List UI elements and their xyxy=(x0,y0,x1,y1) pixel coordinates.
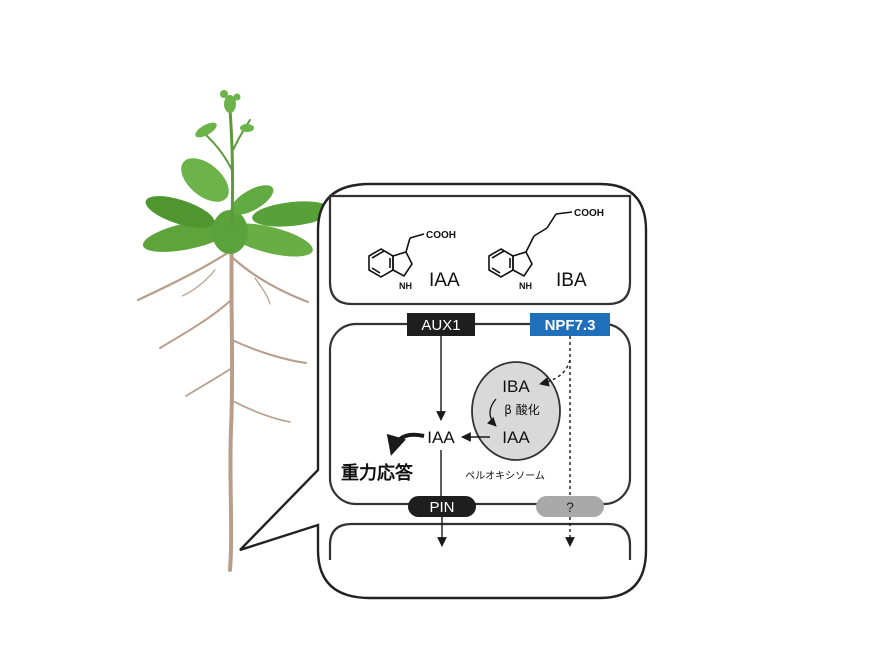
pin-label: PIN xyxy=(429,499,454,516)
peroxisome-iba-label: IBA xyxy=(502,377,530,396)
beta-oxidation-label: β 酸化 xyxy=(504,402,539,417)
lower-cell-outline xyxy=(328,522,632,560)
iba-nh-label: NH xyxy=(519,281,532,291)
middle-cell-outline xyxy=(328,322,632,506)
cytosolic-iaa-label: IAA xyxy=(427,428,455,447)
beta-oxidation-arrow-icon xyxy=(486,398,497,427)
iaa-structure xyxy=(368,233,425,278)
npf73-transporter: NPF7.3 xyxy=(530,313,610,336)
zoom-callout-bubble xyxy=(239,182,648,600)
flow-arrows xyxy=(386,336,575,547)
peroxisome-name-label: ペルオキシソーム xyxy=(465,470,545,482)
iba-cooh-label: COOH xyxy=(574,208,604,219)
npf73-label: NPF7.3 xyxy=(545,317,596,334)
iaa-nh-label: NH xyxy=(399,281,412,291)
iba-structure xyxy=(488,211,573,278)
unknown-transporter: ? xyxy=(536,496,604,517)
root-system-icon xyxy=(136,233,310,572)
plant-illustration-icon xyxy=(136,90,332,572)
gravitropism-arrow xyxy=(386,432,425,456)
upper-cell-outline xyxy=(328,194,632,306)
rosette-leaves-icon xyxy=(142,158,332,257)
peroxisome xyxy=(471,361,561,461)
flower-buds-icon xyxy=(195,90,254,138)
aux1-transporter: AUX1 xyxy=(407,313,475,336)
aux1-label: AUX1 xyxy=(421,317,460,334)
gravitropism-label: 重力応答 xyxy=(341,462,414,484)
npf73-to-peroxisome-arrow xyxy=(539,359,571,387)
pin-transporter: PIN xyxy=(408,496,476,517)
iaa-cooh-label: COOH xyxy=(426,230,456,241)
iba-extracellular-label: IBA xyxy=(556,270,587,291)
peroxisome-iaa-label: IAA xyxy=(502,428,530,447)
iaa-extracellular-label: IAA xyxy=(429,270,460,291)
unknown-transporter-label: ? xyxy=(566,499,574,515)
